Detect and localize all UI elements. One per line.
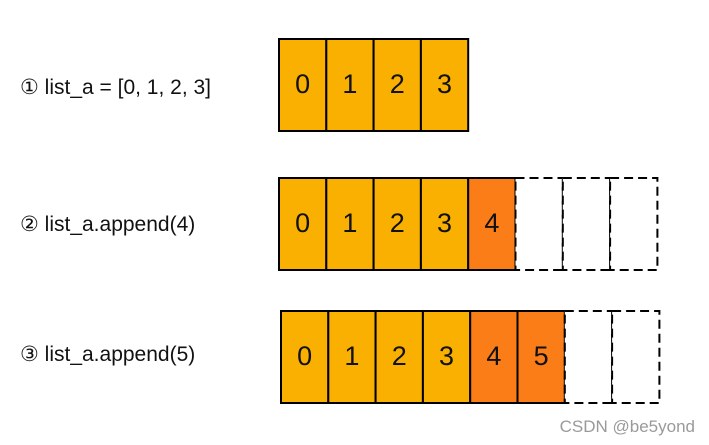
watermark: CSDN @be5yond [559, 417, 695, 436]
list-cell-empty [514, 177, 564, 271]
list-cell-existing [419, 38, 470, 132]
list-cell-empty [563, 310, 614, 404]
list-cell-empty [609, 177, 659, 271]
list-cell-existing [280, 310, 330, 404]
list-cell-value: 4 [486, 341, 501, 371]
list-cell-value: 0 [297, 341, 312, 371]
list-cell-value: 3 [437, 208, 452, 238]
list-cell-value: 1 [344, 341, 359, 371]
list-cell-existing [327, 310, 377, 404]
list-cell-value: 2 [392, 341, 407, 371]
step-3-label: ③ list_a.append(5) [20, 343, 196, 366]
list-cell-value: 5 [534, 341, 549, 371]
list-cell-empty [611, 310, 661, 404]
list-cell-value: 1 [342, 208, 357, 238]
list-row-2: 0 1 2 3 4 [278, 177, 659, 271]
list-cell-value: 3 [437, 69, 452, 99]
list-cell-value: 2 [390, 208, 405, 238]
list-cell-empty [561, 177, 612, 271]
list-cell-value: 3 [439, 341, 454, 371]
list-cell-value: 1 [342, 69, 357, 99]
step-2-label: ② list_a.append(4) [20, 213, 196, 236]
list-cell-existing [372, 38, 422, 132]
list-cell-existing [421, 310, 472, 404]
list-cell-value: 4 [484, 208, 499, 238]
step-1-label: ① list_a = [0, 1, 2, 3] [20, 76, 212, 99]
list-cell-appended [469, 310, 519, 404]
list-cell-existing [325, 177, 375, 271]
list-cell-existing [372, 177, 422, 271]
list-cell-value: 2 [390, 69, 405, 99]
list-cell-existing [374, 310, 424, 404]
list-cell-value: 0 [295, 69, 310, 99]
list-cell-appended [516, 310, 566, 404]
list-row-3: 0 1 2 3 4 5 [280, 310, 661, 404]
list-cell-appended [467, 177, 517, 271]
list-row-1: 0 1 2 3 [278, 38, 470, 132]
list-cell-value: 0 [295, 208, 310, 238]
list-cell-existing [325, 38, 375, 132]
